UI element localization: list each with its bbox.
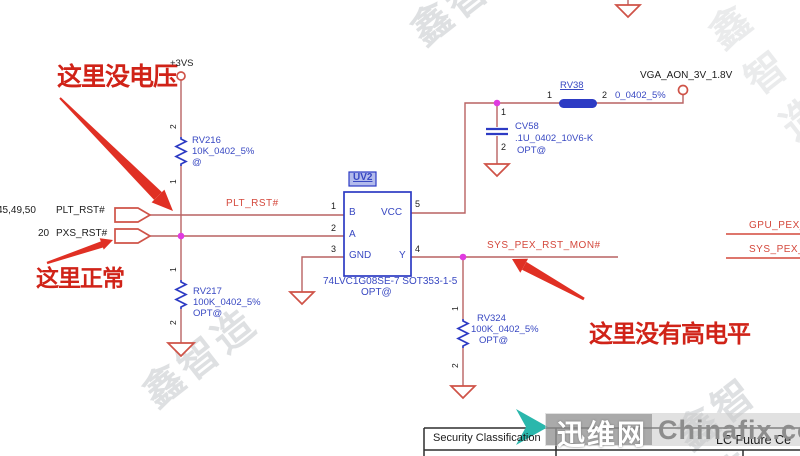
uv2-opt: OPT@ [361, 287, 392, 298]
cv58-pin1-number: 1 [501, 107, 507, 117]
uv2-pin2-number: 2 [331, 223, 337, 233]
cv58-value: .1U_0402_10V6-K [515, 133, 594, 144]
annotation-arrow-no-high-level [512, 258, 585, 301]
power-label-vga-aon: VGA_AON_3V_1.8V [640, 70, 733, 81]
net-label-sys-pex-rst-mon: SYS_PEX_RST_MON# [487, 240, 601, 251]
annotation-no-voltage: 这里没电压 [57, 63, 178, 91]
uv2-pin1-number: 1 [331, 201, 337, 211]
plt-connector-label: PLT_RST# [56, 205, 105, 216]
power-label-3vs: +3VS [170, 58, 194, 69]
annotation-normal: 这里正常 [36, 265, 125, 291]
uv2-part-number: 74LVC1G08SE-7 SOT353-1-5 [323, 276, 458, 287]
uv2-pin-y: Y [399, 250, 406, 261]
resistor-rv217 [174, 280, 188, 309]
power-terminal-vga-icon [677, 84, 689, 96]
rv38-ref: RV38 [560, 80, 584, 91]
junction-dots [177, 99, 501, 261]
rv324-pin2-number: 2 [450, 363, 460, 368]
connector-pxs-rst [114, 228, 152, 244]
ground-symbol-top [613, 4, 643, 19]
uv2-pin5-number: 5 [415, 199, 421, 209]
ground-symbol-cv58 [482, 163, 512, 178]
power-terminal-3vs-icon [176, 71, 186, 81]
connector-plt-rst [114, 207, 152, 223]
uv2-pin-gnd: GND [349, 250, 372, 261]
uv2-pin-a: A [349, 229, 356, 240]
rv217-opt: OPT@ [193, 308, 223, 319]
footer-security-classification: Security Classification [433, 432, 541, 444]
brand-chevron-icon [516, 409, 548, 445]
cv58-pin2-number: 2 [501, 142, 507, 152]
wire-segments [150, 0, 684, 386]
resistor-rv38 [559, 99, 597, 108]
rv216-opt: @ [192, 157, 202, 168]
rv216-ref: RV216 [192, 135, 221, 146]
brand-logo-en: Chinafix.com [658, 415, 800, 445]
pxs-sheet-ref: 20 [38, 228, 50, 239]
rv216-pin2-number: 2 [168, 124, 178, 129]
brand-logo-cn: 迅维网 [557, 419, 648, 450]
brand-band-dark [546, 414, 652, 445]
net-label-plt-rst: PLT_RST# [226, 198, 279, 209]
rv216-value: 10K_0402_5% [192, 146, 255, 157]
and-gate-uv2 [343, 171, 412, 277]
capacitor-cv58 [486, 127, 508, 136]
cv58-opt: OPT@ [517, 145, 547, 156]
rv324-pin1-number: 1 [450, 306, 460, 311]
annotation-arrow-normal [46, 238, 113, 265]
uv2-pin-vcc: VCC [381, 207, 403, 218]
rv324-ref: RV324 [477, 313, 506, 324]
ground-symbol-rv324 [448, 385, 478, 400]
plt-sheet-refs: 45,49,50 [0, 205, 36, 216]
cv58-ref: CV58 [515, 121, 539, 132]
uv2-pin-b: B [349, 207, 356, 218]
resistor-rv216 [174, 137, 188, 166]
rv324-value: 100K_0402_5% [471, 324, 539, 335]
rv217-pin1-number: 1 [168, 267, 178, 272]
resistor-rv324 [456, 319, 470, 348]
rv38-pin2-number: 2 [602, 90, 608, 100]
annotation-no-high-level: 这里没有高电平 [589, 321, 751, 348]
annotation-arrow-no-voltage [59, 97, 173, 211]
rv217-ref: RV217 [193, 286, 222, 297]
net-label-gpu-pex: GPU_PEX_ [749, 220, 800, 231]
rv217-pin2-number: 2 [168, 320, 178, 325]
net-stub-lines [726, 233, 800, 259]
footer-doc-title: LC Future Ce [716, 433, 792, 447]
uv2-ref: UV2 [353, 172, 373, 183]
ground-symbol-rv217 [165, 342, 197, 358]
rv324-opt: OPT@ [479, 335, 509, 346]
rv38-value: 0_0402_5% [615, 90, 666, 101]
rv38-pin1-number: 1 [547, 90, 553, 100]
uv2-pin3-number: 3 [331, 244, 337, 254]
pxs-connector-label: PXS_RST# [56, 228, 108, 239]
rv216-pin1-number: 1 [168, 179, 178, 184]
rv217-value: 100K_0402_5% [193, 297, 261, 308]
uv2-pin4-number: 4 [415, 244, 421, 254]
net-label-sys-pex: SYS_PEX_ [749, 244, 800, 255]
ground-symbol-uv2 [287, 291, 317, 306]
